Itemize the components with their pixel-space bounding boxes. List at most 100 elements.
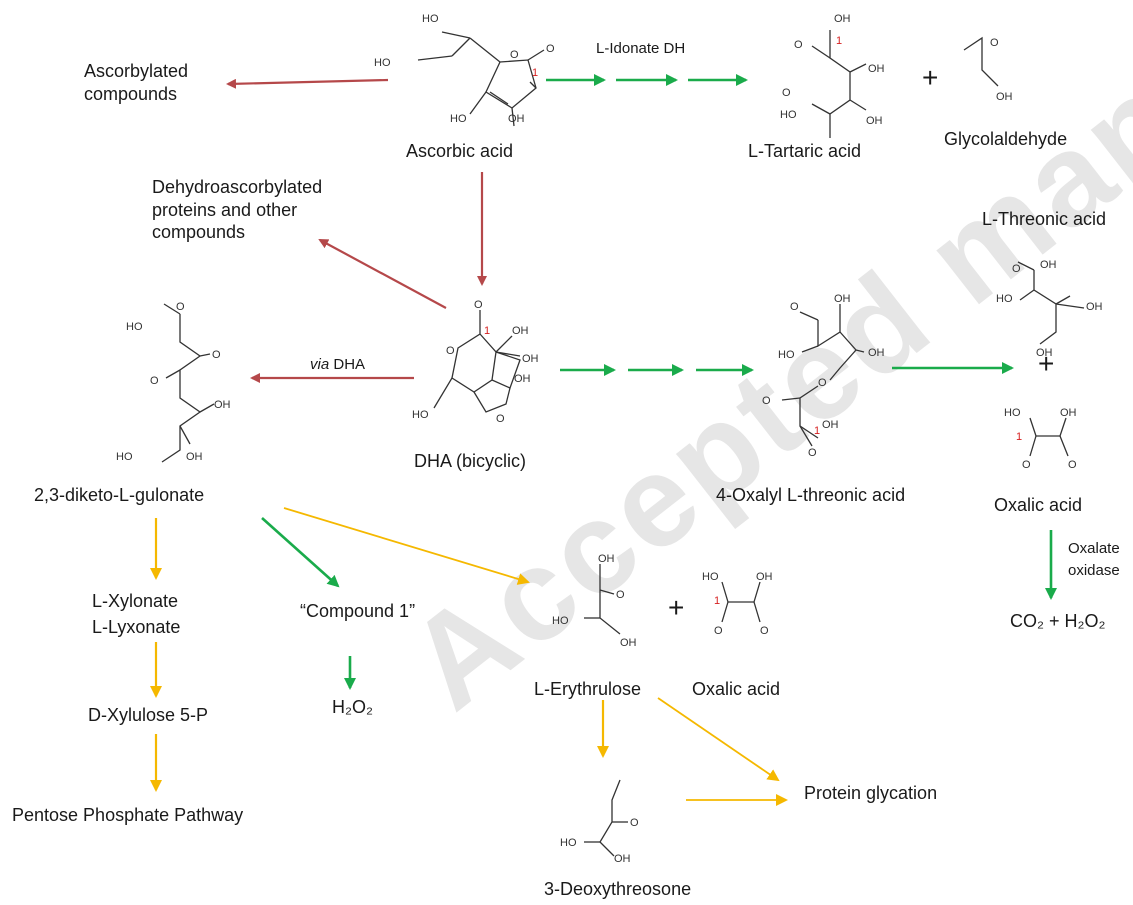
svg-text:HO: HO — [116, 451, 133, 463]
plus-sign: + — [922, 62, 939, 93]
structure-diketo-gulonate — [161, 303, 215, 463]
svg-text:1: 1 — [814, 425, 820, 437]
svg-text:O: O — [808, 447, 817, 459]
svg-text:O: O — [150, 375, 159, 387]
svg-text:O: O — [496, 413, 505, 425]
svg-text:O: O — [446, 345, 455, 357]
svg-text:HO: HO — [412, 409, 429, 421]
label-oxalic-acid-2: Oxalic acid — [692, 679, 781, 699]
svg-text:OH: OH — [512, 325, 529, 337]
arrow-dha-to-dehydroascorbylated — [318, 239, 447, 309]
structure-oxalic-acid-2 — [721, 581, 761, 623]
svg-text:O: O — [762, 395, 771, 407]
svg-text:OH: OH — [522, 353, 539, 365]
svg-text:OH: OH — [514, 373, 531, 385]
svg-text:O: O — [782, 87, 791, 99]
via-dha-word: DHA — [333, 356, 366, 373]
svg-text:OH: OH — [1060, 407, 1077, 419]
plus-sign: + — [1038, 348, 1055, 379]
svg-text:O: O — [176, 301, 185, 313]
svg-text:OH: OH — [756, 571, 773, 583]
label-xylonate: L-Xylonate — [92, 591, 179, 611]
structure-diketo-atoms: O HO O O OH HO OH — [116, 301, 231, 463]
structure-erythrulose-atoms: OH O HO OH — [552, 553, 637, 649]
svg-text:1: 1 — [1016, 431, 1022, 443]
label-deoxythreosone: 3-Deoxythreosone — [544, 879, 692, 899]
plus-sign: + — [668, 592, 685, 623]
svg-text:OH: OH — [508, 113, 525, 125]
structure-erythrulose — [584, 564, 621, 635]
svg-text:HO: HO — [780, 109, 797, 121]
svg-text:O: O — [990, 37, 999, 49]
structure-threonic — [1017, 261, 1085, 345]
structure-deoxythreosone — [584, 779, 628, 857]
structure-deoxythreosone-atoms: O HO OH — [560, 817, 639, 865]
structure-glycolaldehyde-atoms: O OH — [990, 37, 1013, 103]
svg-text:OH: OH — [868, 63, 885, 75]
edge-label-oxalate: Oxalate — [1068, 540, 1120, 557]
arrow-ascorbic-to-ascorbylated — [226, 78, 389, 89]
svg-text:OH: OH — [1040, 259, 1057, 271]
label-diketo-gulonate: 2,3-diketo-L-gulonate — [34, 485, 205, 505]
svg-text:O: O — [474, 299, 483, 311]
tartaric-prefix: L — [748, 141, 759, 161]
svg-text:HO: HO — [422, 13, 439, 25]
label-pentose-phosphate: Pentose Phosphate Pathway — [12, 805, 244, 825]
svg-text:HO: HO — [1004, 407, 1021, 419]
svg-text:HO: HO — [560, 837, 577, 849]
svg-text:OH: OH — [1036, 347, 1053, 359]
svg-text:OH: OH — [214, 399, 231, 411]
structure-ascorbic-acid — [417, 31, 545, 127]
svg-text:HO: HO — [552, 615, 569, 627]
svg-text:O: O — [510, 49, 519, 61]
edge-label-oxidase: oxidase — [1068, 562, 1120, 579]
structure-oxalic-2-atoms: HO OH 1 O O — [702, 571, 773, 637]
label-protein-glycation: Protein glycation — [804, 783, 938, 803]
structure-ascorbic-atoms: HO HO O O 1 HO OH — [374, 13, 555, 125]
label-oxalyl-threonic: 4-Oxalyl L-threonic acid — [716, 485, 906, 505]
svg-text:O: O — [760, 625, 769, 637]
label-erythrulose: L-Erythrulose — [534, 679, 642, 699]
label-dha-bicyclic: DHA (bicyclic) — [414, 451, 527, 471]
svg-text:OH: OH — [614, 853, 631, 865]
svg-text:O: O — [818, 377, 827, 389]
svg-text:OH: OH — [866, 115, 883, 127]
label-oxalic-acid-1: Oxalic acid — [994, 495, 1083, 515]
svg-text:1: 1 — [484, 325, 490, 337]
threonic-prefix: L — [982, 209, 993, 229]
label-co2-h2o2: CO₂ + H₂O₂ — [1010, 611, 1106, 631]
label-glycolaldehyde: Glycolaldehyde — [944, 129, 1068, 149]
edge-label-via-dha: via DHA — [310, 356, 365, 374]
svg-text:OH: OH — [598, 553, 615, 565]
structure-oxalic-1-atoms: HO OH 1 O O — [1004, 407, 1077, 471]
label-compound-1: “Compound 1” — [300, 601, 416, 621]
svg-text:OH: OH — [620, 637, 637, 649]
svg-text:O: O — [616, 589, 625, 601]
svg-text:HO: HO — [996, 293, 1013, 305]
structure-glycolaldehyde — [963, 36, 999, 87]
svg-text:HO: HO — [702, 571, 719, 583]
label-lyxonate: L-Lyxonate — [92, 617, 181, 637]
svg-text:O: O — [1022, 459, 1031, 471]
svg-text:OH: OH — [1086, 301, 1103, 313]
structure-threonic-atoms: O OH HO OH OH — [996, 259, 1103, 359]
label-threonic-acid: L-Threonic acid — [982, 208, 1106, 231]
svg-text:O: O — [212, 349, 221, 361]
structure-tartaric-acid — [811, 30, 867, 138]
label-xylulose: D-Xylulose 5-P — [88, 705, 209, 725]
structure-oxalyl-threonic — [781, 304, 865, 447]
svg-text:OH: OH — [822, 419, 839, 431]
svg-text:O: O — [630, 817, 639, 829]
arrow-erythrulose-to-glycation — [657, 697, 780, 782]
svg-text:OH: OH — [186, 451, 203, 463]
arrow-diketo-to-compound1 — [261, 517, 340, 588]
idonate-prefix: L — [596, 40, 605, 57]
svg-text:O: O — [546, 43, 555, 55]
svg-text:HO: HO — [450, 113, 467, 125]
tartaric-name: -Tartaric acid — [758, 141, 862, 161]
structure-oxalyl-atoms: OH O HO OH O O 1 OH O — [762, 293, 885, 459]
label-tartaric-acid: L-Tartaric acid — [748, 140, 861, 163]
label-dehydroascorbylated: Dehydroascorbylated proteins and other c… — [152, 177, 323, 242]
edge-label-idonate-dh: L-Idonate DH — [596, 40, 685, 58]
